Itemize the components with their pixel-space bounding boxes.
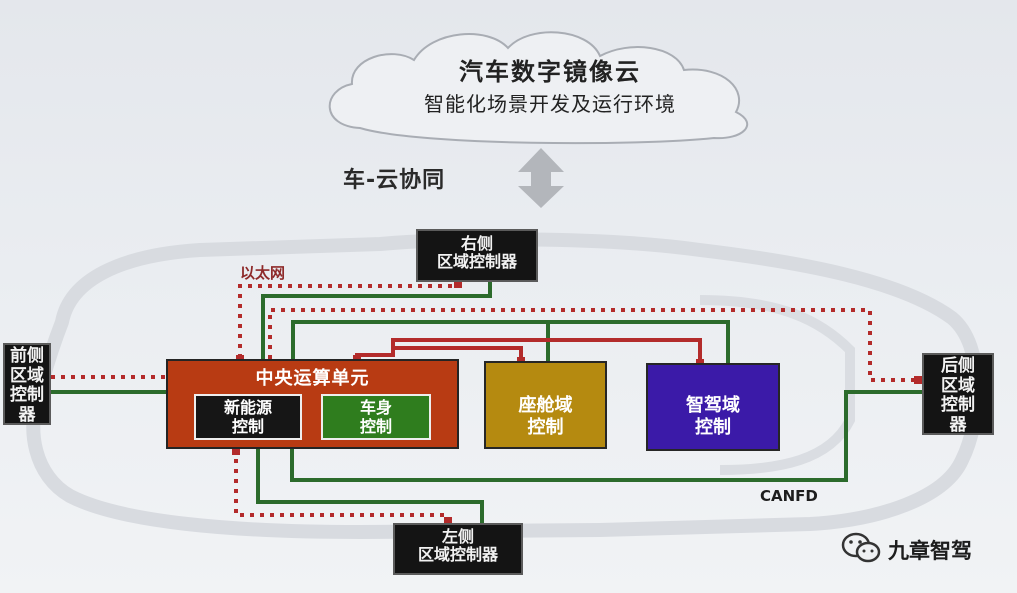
adas-domain-control: 智驾域 控制 [646,363,780,451]
car-window [699,295,855,475]
vehicle-cloud-sync-label: 车-云协同 [343,168,446,193]
rear-zone-controller: 后侧 区域 控制 器 [922,353,994,435]
canfd-network [51,282,922,523]
front-zone-controller: 前侧 区域 控制 器 [3,343,51,425]
cloud-title: 汽车数字镜像云 [459,58,641,86]
watermark-text: 九章智驾 [888,539,972,563]
wechat-icon [841,532,881,563]
cloud-subtitle: 智能化场景开发及运行环境 [424,92,676,116]
central-compute-title: 中央运算单元 [255,368,370,389]
central-compute-unit: 中央运算单元 新能源 控制 车身 控制 [166,359,459,449]
right-zone-controller: 右侧 区域控制器 [416,229,538,282]
sync-arrow-icon [518,148,564,208]
cloud-shape [328,31,749,145]
canfd-label: CANFD [760,487,818,505]
left-zone-controller: 左侧 区域控制器 [393,523,523,575]
new-energy-control: 新能源 控制 [194,394,302,440]
ethernet-label: 以太网 [240,264,286,282]
body-control: 车身 控制 [321,394,431,440]
cockpit-domain-control: 座舱域 控制 [484,361,607,449]
